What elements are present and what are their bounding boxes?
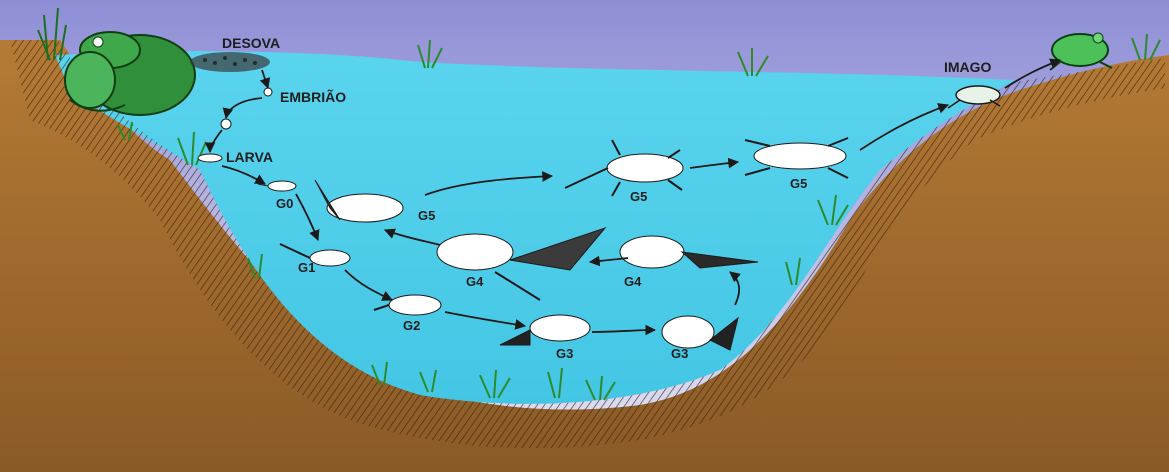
label-embriao: EMBRIÃO	[280, 88, 346, 105]
stage-label-g5-middle: G5	[630, 189, 647, 204]
stage-label-g3-left: G3	[556, 346, 573, 361]
label-larva: LARVA	[226, 149, 273, 165]
stage-label-g2: G2	[403, 318, 420, 333]
stage-label-g3-right: G3	[671, 346, 688, 361]
stage-label-g0: G0	[276, 196, 293, 211]
stage-label-g5-right: G5	[790, 176, 807, 191]
adult-frogs-left	[65, 32, 195, 115]
stage-label-g5-left: G5	[418, 208, 435, 223]
stage-label-g1: G1	[298, 260, 315, 275]
stage-label-g4-right: G4	[624, 274, 642, 289]
embryo-icon	[264, 88, 272, 96]
stage-label-g4-left: G4	[466, 274, 484, 289]
egg-mass	[190, 52, 270, 72]
larva-icon	[198, 154, 222, 162]
label-desova: DESOVA	[222, 35, 280, 51]
label-imago: IMAGO	[944, 59, 992, 75]
egg-icon	[221, 119, 231, 129]
